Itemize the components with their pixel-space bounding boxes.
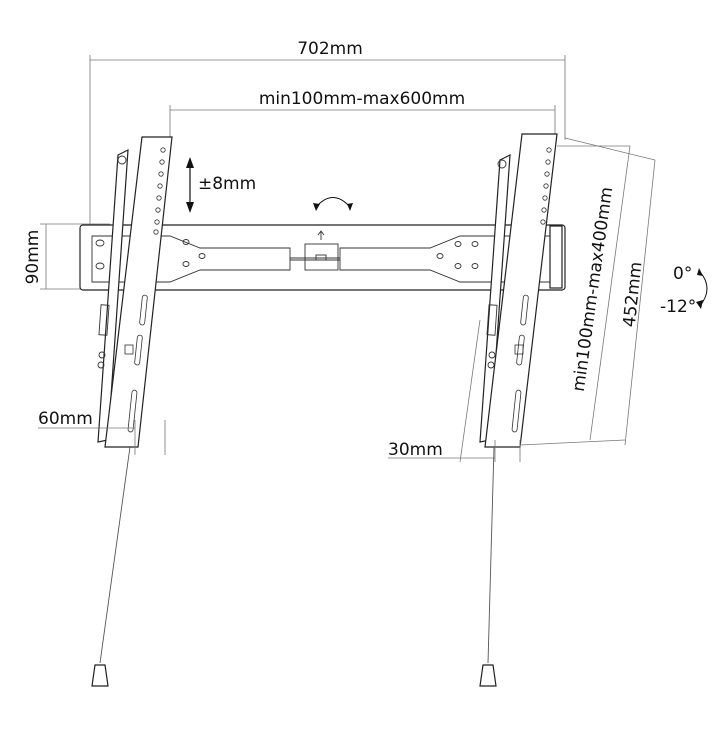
vertical-adjust-indicator: ±8mm: [186, 157, 256, 213]
right-depth-label: 30mm: [388, 440, 443, 460]
plate-height-label: 90mm: [23, 230, 43, 285]
tilt-max-label: 0°: [673, 264, 692, 284]
right-safety-cord: [479, 446, 497, 687]
right-arm: [479, 133, 563, 448]
arm-length-label: 452mm: [620, 261, 647, 328]
left-depth-dimension: 60mm: [38, 409, 166, 455]
left-safety-cord: [91, 446, 131, 687]
plate-height-dimension: 90mm: [23, 223, 110, 290]
horizontal-vesa-dimension: min100mm-max600mm: [169, 89, 556, 140]
left-arm: [97, 136, 173, 448]
vertical-vesa-label: min100mm-max400mm: [569, 186, 618, 393]
vertical-adjust-label: ±8mm: [198, 174, 256, 194]
overall-width-dimension: 702mm: [89, 39, 566, 228]
rotation-arrow-icon: [313, 196, 353, 211]
tilt-indicator: 0° -12°: [660, 264, 708, 317]
left-depth-label: 60mm: [38, 409, 93, 429]
overall-width-label: 702mm: [297, 39, 363, 59]
right-depth-dimension: 30mm: [388, 319, 521, 463]
tilt-min-label: -12°: [660, 297, 696, 317]
horizontal-vesa-label: min100mm-max600mm: [259, 89, 465, 109]
wall-plate: [79, 224, 566, 291]
